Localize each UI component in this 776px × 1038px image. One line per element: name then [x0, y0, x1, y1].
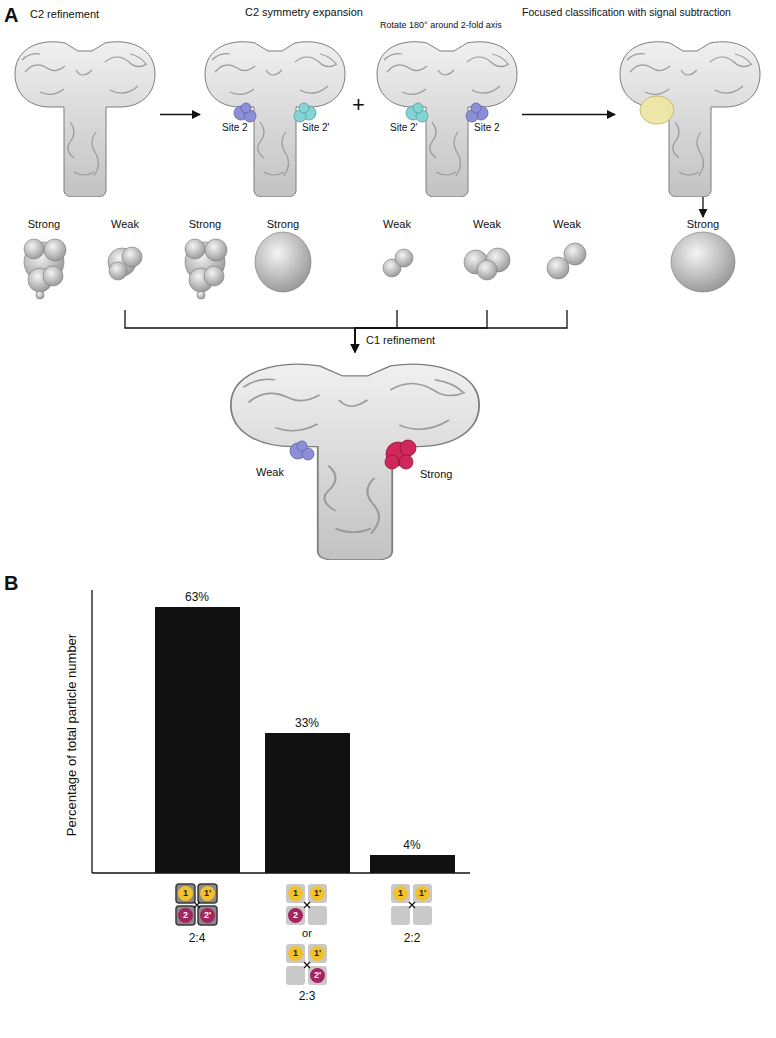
stoichiometry-label: 2:3 — [299, 990, 316, 1004]
class-label: Strong — [248, 218, 318, 231]
panel-heading: Focused classification with signal subtr… — [522, 6, 731, 18]
site-circle: 1' — [200, 886, 215, 901]
site-label: Strong — [420, 468, 452, 481]
class-volume: Weak — [452, 218, 522, 310]
panel-letter: A — [4, 4, 18, 27]
arrow-connector — [522, 114, 615, 115]
site-number: 1' — [314, 949, 321, 958]
site-number: 1 — [293, 889, 298, 898]
site-number: 2 — [183, 911, 188, 920]
bar-value: 4% — [403, 839, 420, 853]
arrow-connector — [160, 114, 200, 115]
class-label: Strong — [170, 218, 240, 231]
site-circle: 1 — [393, 886, 408, 901]
arrow-connector — [702, 197, 703, 217]
density-map: C2 refinement — [10, 32, 160, 197]
site-circle: 2 — [178, 908, 193, 923]
site-circle: 1 — [288, 946, 303, 961]
site-number: 2' — [204, 911, 211, 920]
class-volume: Weak — [362, 218, 432, 310]
panel-heading: C2 symmetry expansion — [245, 6, 363, 19]
panel-heading: C2 refinement — [30, 8, 99, 21]
panel-letter: B — [4, 572, 18, 595]
class-label: Weak — [90, 218, 160, 231]
site-number: 1' — [419, 889, 426, 898]
site-label: Site 2 — [474, 122, 500, 134]
site-circle: 2' — [200, 908, 215, 923]
site-number: 1 — [293, 949, 298, 958]
class-volume: Strong — [170, 218, 240, 310]
class-label: Weak — [362, 218, 432, 231]
panel-note: Rotate 180° around 2-fold axis — [380, 20, 502, 30]
class-volume: Strong — [9, 218, 79, 310]
class-volume: Strong — [668, 218, 738, 310]
site-circle: 1' — [310, 946, 325, 961]
site-number: 1 — [183, 889, 188, 898]
site-circle: 1' — [310, 886, 325, 901]
density-map: Focused classification with signal subtr… — [615, 32, 765, 197]
site-circle: 1 — [288, 886, 303, 901]
arrow-connector — [125, 310, 355, 352]
density-map: C1 refinementWeakStrong — [222, 352, 488, 560]
arrow-connector — [355, 310, 567, 352]
density-map: C2 symmetry expansionSite 2Site 2' — [200, 32, 350, 197]
site-circle: 1' — [415, 886, 430, 901]
bar-value: 33% — [295, 717, 319, 731]
axis-title: Percentage of total particle number — [65, 634, 80, 836]
or-label: or — [302, 927, 312, 940]
site-number: 2' — [314, 971, 321, 980]
site-number: 2 — [293, 911, 298, 920]
panel-heading: C1 refinement — [366, 334, 435, 347]
class-volume: Strong — [248, 218, 318, 310]
class-label: Weak — [532, 218, 602, 231]
bar-value: 63% — [185, 591, 209, 605]
stoichiometry-label: 2:4 — [189, 932, 206, 946]
site-number: 1 — [398, 889, 403, 898]
site-label: Site 2' — [390, 122, 417, 134]
density-map: Rotate 180° around 2-fold axisSite 2'Sit… — [372, 32, 522, 197]
site-number: 1' — [314, 889, 321, 898]
class-volume: Weak — [532, 218, 602, 310]
class-volume: Weak — [90, 218, 160, 310]
site-circle: 2 — [288, 908, 303, 923]
arrow-connector — [355, 310, 487, 352]
site-circle: 1 — [178, 886, 193, 901]
class-label: Strong — [9, 218, 79, 231]
site-label: Site 2 — [222, 122, 248, 134]
site-label: Site 2' — [302, 122, 329, 134]
site-label: Weak — [256, 466, 284, 479]
stoichiometry-label: 2:2 — [404, 932, 421, 946]
site-circle: 2' — [310, 968, 325, 983]
plus-sign: + — [352, 92, 365, 117]
site-number: 1' — [204, 889, 211, 898]
class-label: Strong — [668, 218, 738, 231]
class-label: Weak — [452, 218, 522, 231]
